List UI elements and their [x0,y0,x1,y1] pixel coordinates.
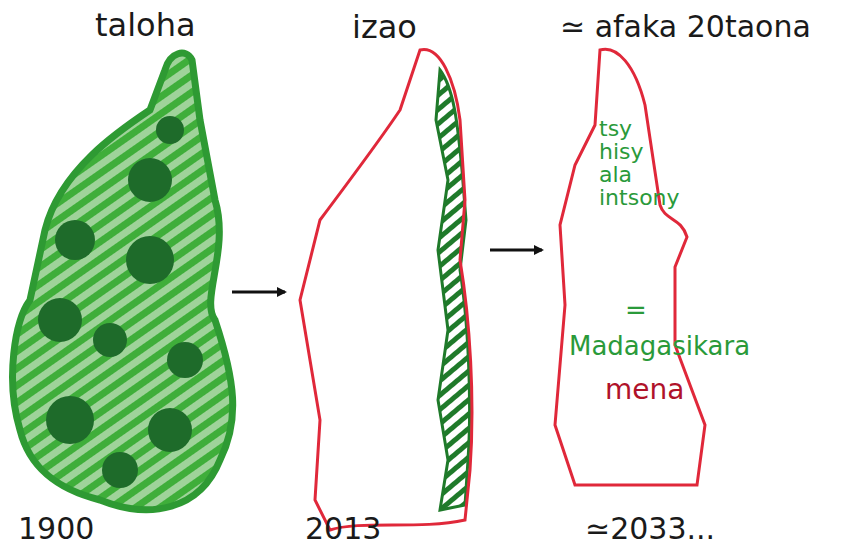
forest-blobs [38,116,203,488]
year-label: ≃2033... [585,512,715,545]
map-outline-shape [555,45,720,490]
forest-map-1900 [13,53,233,510]
map-outline-2013 [300,50,472,530]
map-outline-future: tsy hisy ala intsony=Madagasikaramena [555,45,720,490]
time-arrow [232,291,285,294]
period-heading: taloha [95,8,196,43]
period-heading: ≃ afaka 20taona [560,10,811,43]
year-label: 2013 [305,512,381,545]
map-outline-path [555,49,705,485]
time-arrow [490,249,542,252]
year-label: 1900 [18,512,94,545]
equals-sign: = [625,297,647,324]
color-word: mena [605,375,684,404]
period-heading: izao [352,10,417,45]
country-name: Madagasikara [569,333,750,360]
note-text: tsy hisy ala intsony [599,117,681,209]
